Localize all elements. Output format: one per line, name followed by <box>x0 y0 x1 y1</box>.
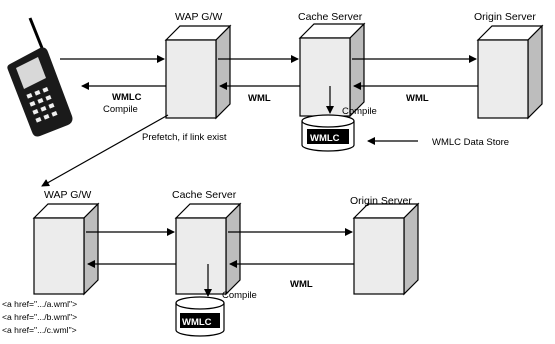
data-store-label: WMLC Data Store <box>432 137 509 148</box>
top-cache-server-cube-icon <box>300 24 364 116</box>
top-origin-server-cube-icon <box>478 26 542 118</box>
top-wmlc-label: WMLC <box>112 92 142 103</box>
mobile-phone-icon <box>7 18 72 137</box>
link-list-item: <a href=".../c.wml"> <box>2 325 77 335</box>
top-wap-gw-cube-icon <box>166 26 230 118</box>
bottom-wap-gw-cube-icon <box>34 204 98 294</box>
bottom-wml-label: WML <box>290 279 313 290</box>
bottom-compile-label: Compile <box>222 290 257 301</box>
prefetch-label: Prefetch, if link exist <box>142 132 227 143</box>
top-wap-gw-label: WAP G/W <box>175 11 222 23</box>
top-origin-server-label: Origin Server <box>474 11 536 23</box>
top-compile-label-left: Compile <box>103 104 138 115</box>
bottom-wap-gw-label: WAP G/W <box>44 189 91 201</box>
top-cache-server-label: Cache Server <box>298 11 363 23</box>
bottom-cache-server-label: Cache Server <box>172 189 237 201</box>
link-list-item: <a href=".../b.wml"> <box>2 312 77 322</box>
top-wml-label-2: WML <box>406 93 429 104</box>
bottom-db-label: WMLC <box>182 317 212 328</box>
top-wml-label-1: WML <box>248 93 271 104</box>
bottom-origin-server-label: Origin Server <box>350 195 412 207</box>
link-list-item: <a href=".../a.wml"> <box>2 299 77 309</box>
top-compile-label: Compile <box>342 106 377 117</box>
top-db-label: WMLC <box>310 133 340 144</box>
bottom-origin-server-cube-icon <box>354 204 418 294</box>
